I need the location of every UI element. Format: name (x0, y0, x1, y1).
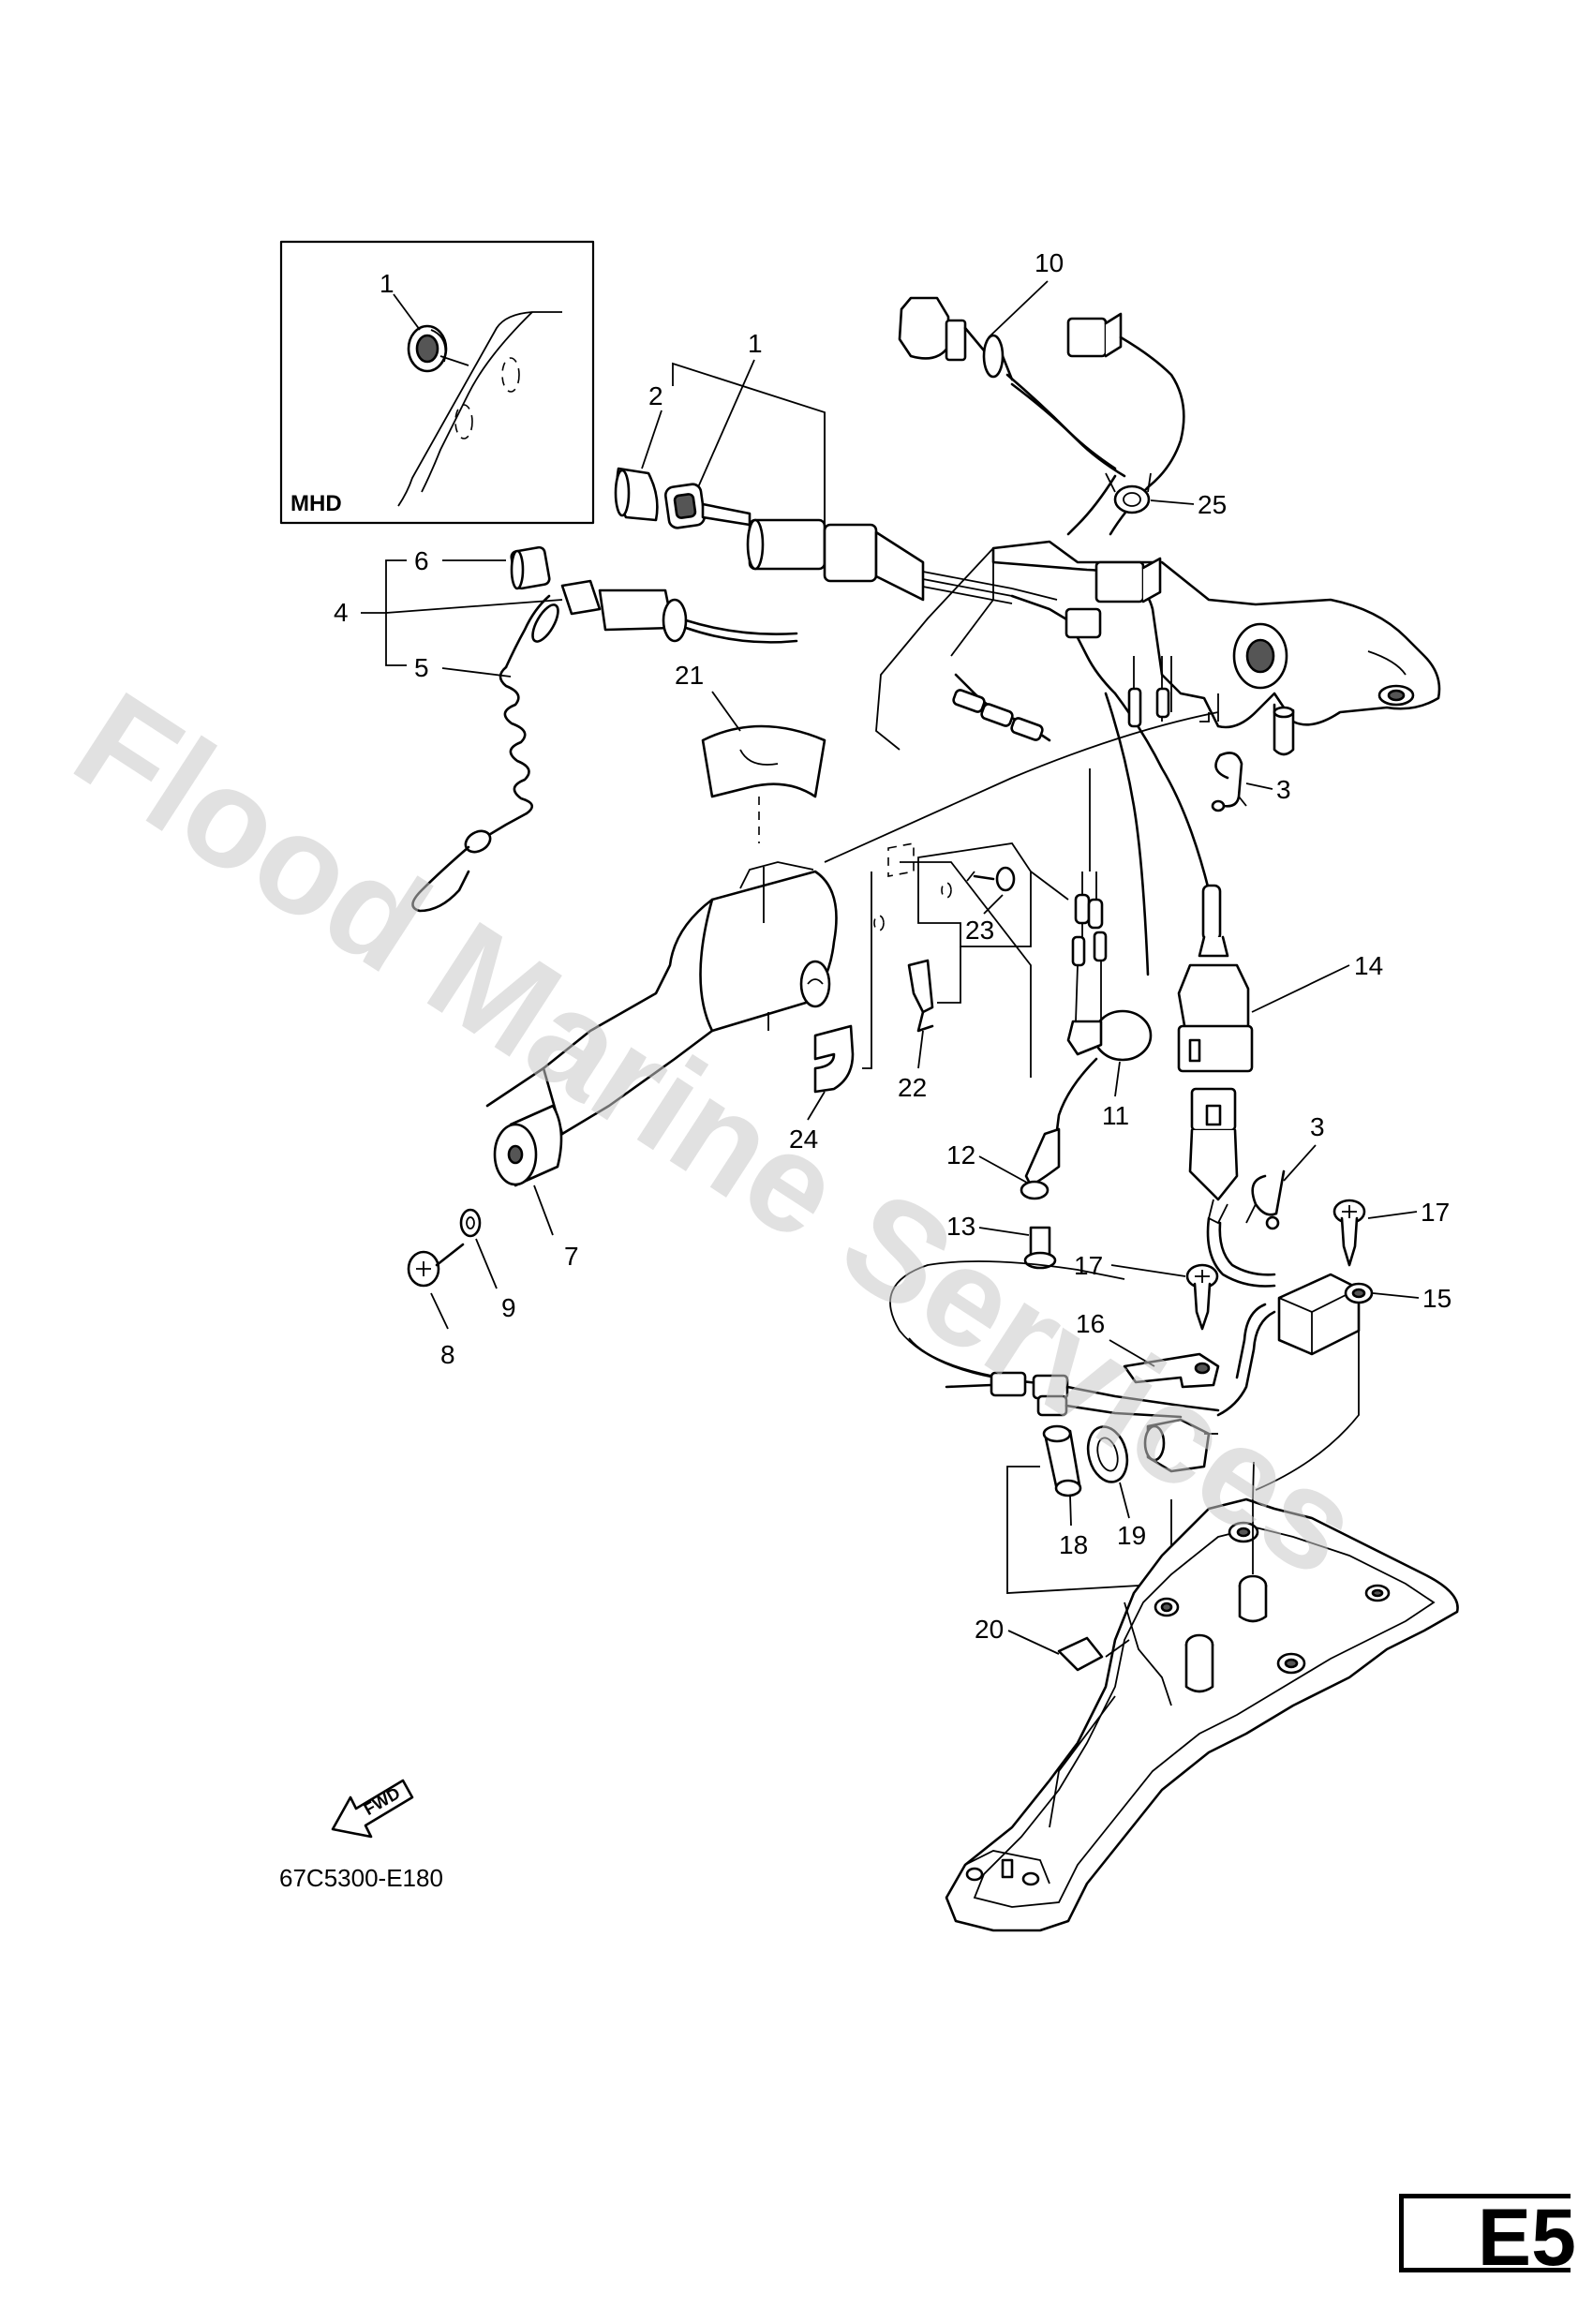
callout-15: 15 (1422, 1284, 1451, 1313)
screw-part-17a: 17 (1332, 1198, 1450, 1267)
tiller-handle: 7 9 8 21 (407, 661, 838, 1369)
callout-6: 6 (414, 546, 429, 575)
harness-connectors (952, 689, 1044, 741)
bracket-group: 23 22 24 (789, 842, 1069, 1154)
bolt-part-13 (1023, 1226, 1057, 1270)
callout-21: 21 (675, 661, 704, 690)
stop-switch-cap-part-6 (510, 545, 551, 590)
callout-20: 20 (975, 1615, 1004, 1644)
callout-9: 9 (501, 1293, 516, 1322)
callout-12: 12 (946, 1140, 975, 1169)
callout-16: 16 (1076, 1309, 1105, 1338)
steering-bracket (824, 540, 1441, 863)
callout-18: 18 (1059, 1530, 1088, 1559)
callout-8: 8 (440, 1340, 455, 1369)
diagram-code: 67C5300-E180 (279, 1864, 443, 1892)
relay-part-11 (1066, 1009, 1153, 1062)
clamp-part-3b: 3 (1245, 1112, 1325, 1230)
key-part-1 (663, 483, 752, 529)
callout-11: 11 (1102, 1101, 1129, 1130)
watermark: Flood Marine Services (50, 662, 1387, 1606)
callout-25: 25 (1198, 490, 1227, 519)
fwd-arrow: FWD (331, 1779, 414, 1839)
grip-cover-part-21 (701, 724, 826, 843)
connector-assembly-10: 10 25 (898, 248, 1227, 536)
callout-inset-1: 1 (380, 269, 394, 298)
bottom-cowling (945, 1461, 1459, 1932)
grommet-connector (1143, 1418, 1218, 1473)
callout-5: 5 (414, 653, 429, 682)
washer-part-9 (459, 1208, 482, 1238)
harness (952, 557, 1220, 976)
callout-2: 2 (648, 381, 663, 410)
lower-connector (1188, 1087, 1276, 1288)
bracket-part-12 (1020, 1127, 1061, 1200)
harness-connector-block (1064, 557, 1162, 639)
stop-switch-body (560, 579, 798, 644)
cowling-front (964, 1850, 1050, 1886)
callout-17b: 17 (1074, 1251, 1103, 1280)
clip-part-22 (907, 959, 934, 1033)
inset-label: MHD (290, 491, 342, 516)
clamp-part-25 (1105, 472, 1152, 514)
lower-connectors (945, 1371, 1220, 1419)
grip-part-7 (493, 1104, 563, 1187)
grommet-part-18: 18 (1042, 1424, 1088, 1559)
screw-part-17b: 17 (1074, 1251, 1219, 1331)
switch-cap-part-2 (614, 467, 659, 522)
decal-part-20: 20 (975, 1615, 1130, 1672)
main-switch-assembly: 2 1 (614, 329, 1013, 604)
callout-13: 13 (946, 1212, 975, 1241)
callout-3a: 3 (1276, 775, 1291, 804)
callout-24: 24 (789, 1125, 818, 1154)
clip-part-24 (813, 1024, 855, 1094)
inset-mhd: 1 MHD (279, 240, 595, 525)
stop-switch-assembly: 6 4 5 (334, 545, 798, 913)
callout-17a: 17 (1421, 1198, 1450, 1227)
callout-1: 1 (748, 329, 763, 358)
relay-assembly: 11 12 13 (900, 768, 1153, 1270)
clamp-part-3a: 3 (1211, 752, 1291, 812)
callout-3b: 3 (1310, 1112, 1325, 1141)
plate-part-16: 16 (1076, 1309, 1220, 1389)
callout-23: 23 (965, 916, 994, 945)
lanyard-part-5 (411, 594, 559, 913)
grommet-part-19: 19 (1086, 1425, 1146, 1550)
connector-part-14: 14 (1177, 884, 1383, 1073)
callout-19: 19 (1117, 1521, 1146, 1550)
coil-part-15: 15 (1216, 1273, 1451, 1491)
screw-part-8 (407, 1243, 465, 1288)
cowling-boss (1154, 1521, 1391, 1693)
callout-4: 4 (334, 598, 349, 627)
page-tag-text: E5 (1477, 2193, 1576, 2283)
screw-part-23 (966, 866, 1016, 892)
callout-22: 22 (898, 1073, 927, 1102)
inset-grommet (407, 324, 448, 373)
callout-14: 14 (1354, 951, 1383, 980)
page-tag: E5 (1399, 2193, 1576, 2283)
callout-7: 7 (564, 1242, 579, 1271)
callout-10: 10 (1035, 248, 1064, 277)
main-switch-body (746, 518, 1013, 604)
